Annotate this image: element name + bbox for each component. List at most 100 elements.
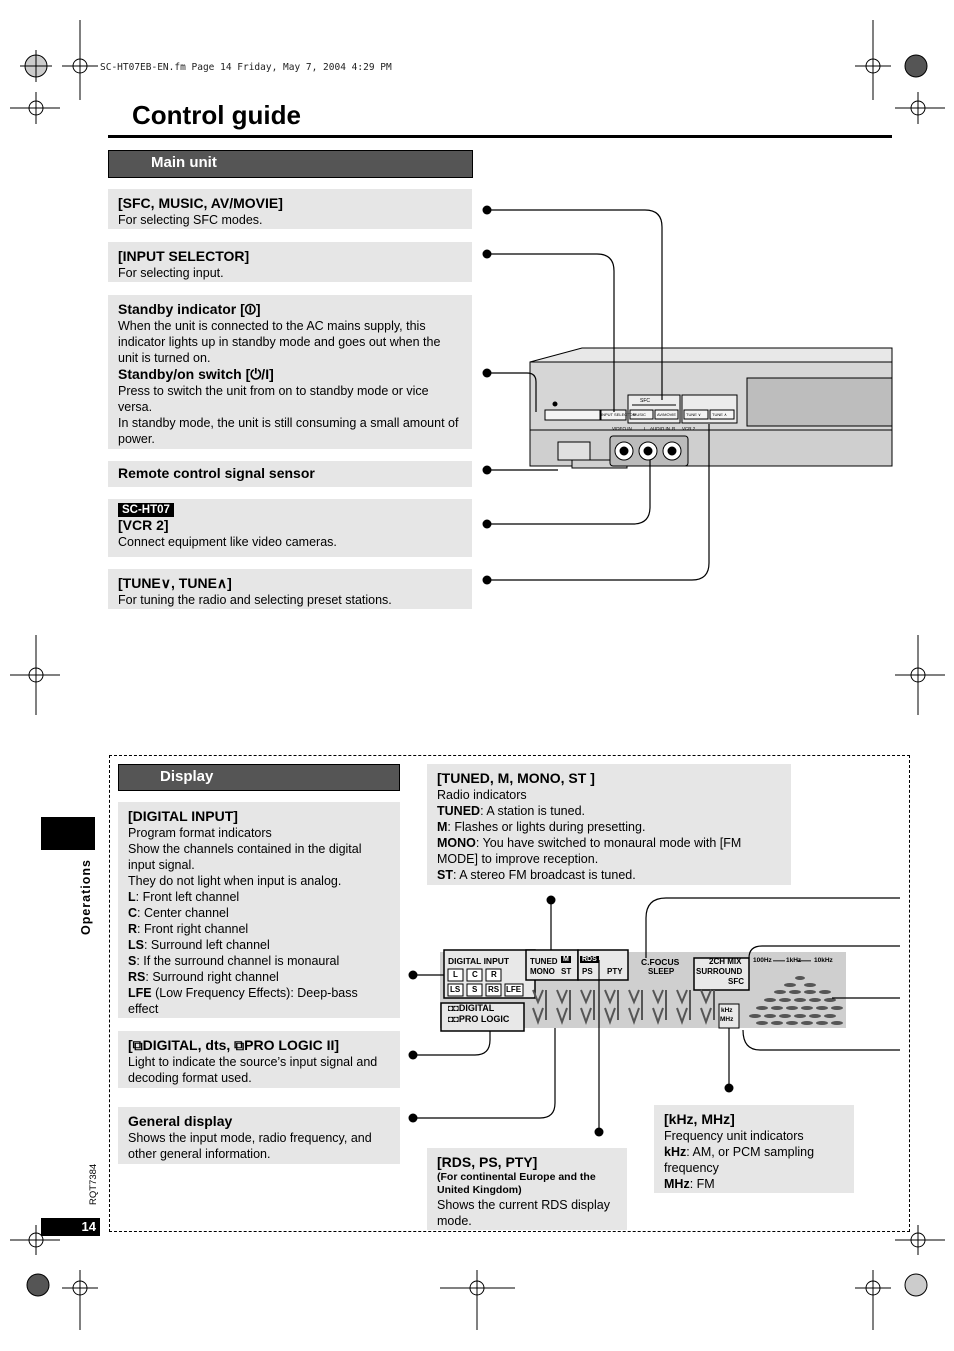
- callout-line: C: Center channel: [128, 905, 390, 921]
- callout-title: [SFC, MUSIC, AV/MOVIE]: [118, 195, 283, 211]
- callout-title-2: Standby/on switch [⏻/I]: [118, 366, 274, 382]
- callout-title: Remote control signal sensor: [118, 465, 315, 481]
- callout-text: For tuning the radio and selecting prese…: [118, 593, 392, 607]
- callout-title: General display: [128, 1113, 233, 1129]
- panel-sfc: SFC: [728, 977, 744, 986]
- callout-text: Press to switch the unit from on to stan…: [118, 384, 429, 414]
- audio-in-label: AUDIO IN: [650, 426, 671, 431]
- l-label: L: [644, 426, 647, 431]
- panel-cfocus: C.FOCUS: [641, 957, 680, 967]
- panel-10khz: 10kHz: [814, 957, 833, 964]
- display-heading: Display: [118, 764, 400, 791]
- callout-line-text: : Flashes or lights during presetting.: [447, 820, 646, 834]
- callout-line-term: kHz: [664, 1145, 687, 1159]
- panel-ch-r: R: [491, 970, 497, 979]
- callout-line-term: MHz: [664, 1177, 690, 1191]
- callout-text: In standby mode, the unit is still consu…: [118, 416, 459, 446]
- section-label: Operations: [79, 859, 93, 935]
- callout-line-term: LS: [128, 938, 144, 952]
- callout-subtitle: (For continental Europe and the United K…: [437, 1171, 596, 1196]
- panel-ch-l: L: [453, 970, 458, 979]
- input-selector-label: INPUT SELECTOR: [601, 412, 636, 417]
- callout-line-term: L: [128, 890, 136, 904]
- panel-2ch-mix: 2CH MIX: [709, 957, 742, 966]
- panel-st: ST: [561, 967, 572, 976]
- panel-ch-lfe: LFE: [506, 985, 522, 994]
- callout-text: For selecting input.: [118, 266, 224, 280]
- title-rule: [108, 135, 892, 138]
- callout-line: Show the channels contained in the digit…: [128, 841, 390, 873]
- segment-digits: [532, 989, 715, 1025]
- panel-ch-s: S: [472, 985, 478, 994]
- page-title: Control guide: [132, 100, 301, 130]
- callout-text: When the unit is connected to the AC mai…: [118, 319, 441, 365]
- callout-line-text: : A stereo FM broadcast is tuned.: [452, 868, 636, 882]
- video-in-label: VIDEO IN: [612, 426, 632, 431]
- panel-100hz: 100Hz: [753, 957, 772, 964]
- callout-line-text: : Surround right channel: [145, 970, 279, 984]
- callout-text: Shows the current RDS display mode.: [437, 1198, 610, 1228]
- callout-line-text: : You have switched to monaural mode wit…: [437, 836, 742, 866]
- callout-text: Connect equipment like video cameras.: [118, 535, 337, 549]
- callout-title: [TUNE∨, TUNE∧]: [118, 575, 232, 591]
- callout-line-text: : Surround left channel: [143, 938, 270, 952]
- callout-line-text: : A station is tuned.: [480, 804, 585, 818]
- callout-line-text: : FM: [689, 1177, 715, 1191]
- callout-title: [DIGITAL INPUT]: [128, 808, 238, 824]
- panel-khz: kHz: [721, 1007, 733, 1014]
- dolby-callout: [⧉DIGITAL, dts, ⧉PRO LOGIC II] Light to …: [118, 1031, 400, 1088]
- callout-line-text: : Front left channel: [135, 890, 240, 904]
- tune-callout: [TUNE∨, TUNE∧] For tuning the radio and …: [108, 569, 472, 609]
- callout-text: Light to indicate the source’s input sig…: [128, 1055, 378, 1085]
- panel-ch-c: C: [472, 970, 478, 979]
- callout-line: They do not light when input is analog.: [128, 873, 390, 889]
- music-label: MUSIC: [633, 412, 646, 417]
- callout-line: MHz: FM: [664, 1176, 844, 1192]
- callout-title: [INPUT SELECTOR]: [118, 248, 250, 264]
- panel-pro-logic: ◘◘PRO LOGIC: [448, 1014, 510, 1024]
- sfc-label: SFC: [640, 398, 650, 404]
- r-label: R: [672, 426, 676, 431]
- callout-title: Standby indicator [⏼]: [118, 301, 261, 317]
- callout-line: S: If the surround channel is monaural: [128, 953, 390, 969]
- callout-line: RS: Surround right channel: [128, 969, 390, 985]
- callout-line-term: C: [128, 906, 138, 920]
- callout-line-text: Frequency unit indicators: [664, 1129, 804, 1143]
- standby-callout: Standby indicator [⏼] When the unit is c…: [108, 295, 472, 449]
- vcr2-label: VCR 2: [682, 426, 696, 431]
- panel-ch-rs: RS: [488, 985, 500, 994]
- panel-pty: PTY: [607, 967, 623, 976]
- panel-ps: PS: [582, 967, 593, 976]
- callout-line-term: R: [128, 922, 138, 936]
- callout-line-term: TUNED: [437, 804, 481, 818]
- display-connector-dots: [408, 895, 734, 1137]
- callout-line: R: Front right channel: [128, 921, 390, 937]
- callout-line-term: M: [437, 820, 448, 834]
- general-display-callout: General display Shows the input mode, ra…: [118, 1107, 400, 1164]
- av-movie-label: AV/MOVIE: [657, 412, 677, 417]
- panel-m: M: [561, 956, 571, 963]
- page-number: 14: [41, 1218, 100, 1236]
- callout-line-text: : If the surround channel is monaural: [136, 954, 340, 968]
- callout-lines: Frequency unit indicators kHz: AM, or PCM…: [664, 1128, 844, 1192]
- callout-line: LFE (Low Frequency Effects): Deep-bass e…: [128, 985, 390, 1017]
- callout-title: [VCR 2]: [118, 517, 169, 533]
- callout-line-text: Radio indicators: [437, 788, 527, 802]
- vcr2-callout: SC-HT07 [VCR 2] Connect equipment like v…: [108, 499, 472, 557]
- tune-down-label: TUNE ∨: [686, 412, 701, 417]
- callout-line-text: : Front right channel: [137, 922, 249, 936]
- panel-dolby-digital-text: DIGITAL: [458, 1003, 495, 1013]
- doc-code: RQT7384: [88, 1163, 99, 1205]
- callout-line-term: LFE: [128, 986, 152, 1000]
- digital-input-callout: [DIGITAL INPUT] Program format indicator…: [118, 802, 400, 1018]
- callout-line: Program format indicators: [128, 825, 390, 841]
- main-unit-drawing: [529, 347, 893, 469]
- callout-title: [kHz, MHz]: [664, 1111, 735, 1127]
- callout-title: [RDS, PS, PTY]: [437, 1154, 538, 1170]
- spectrum-bars: [749, 960, 843, 1025]
- callout-line-text: : AM, or PCM sampling frequency: [664, 1145, 815, 1175]
- callout-line: TUNED: A station is tuned.: [437, 803, 781, 819]
